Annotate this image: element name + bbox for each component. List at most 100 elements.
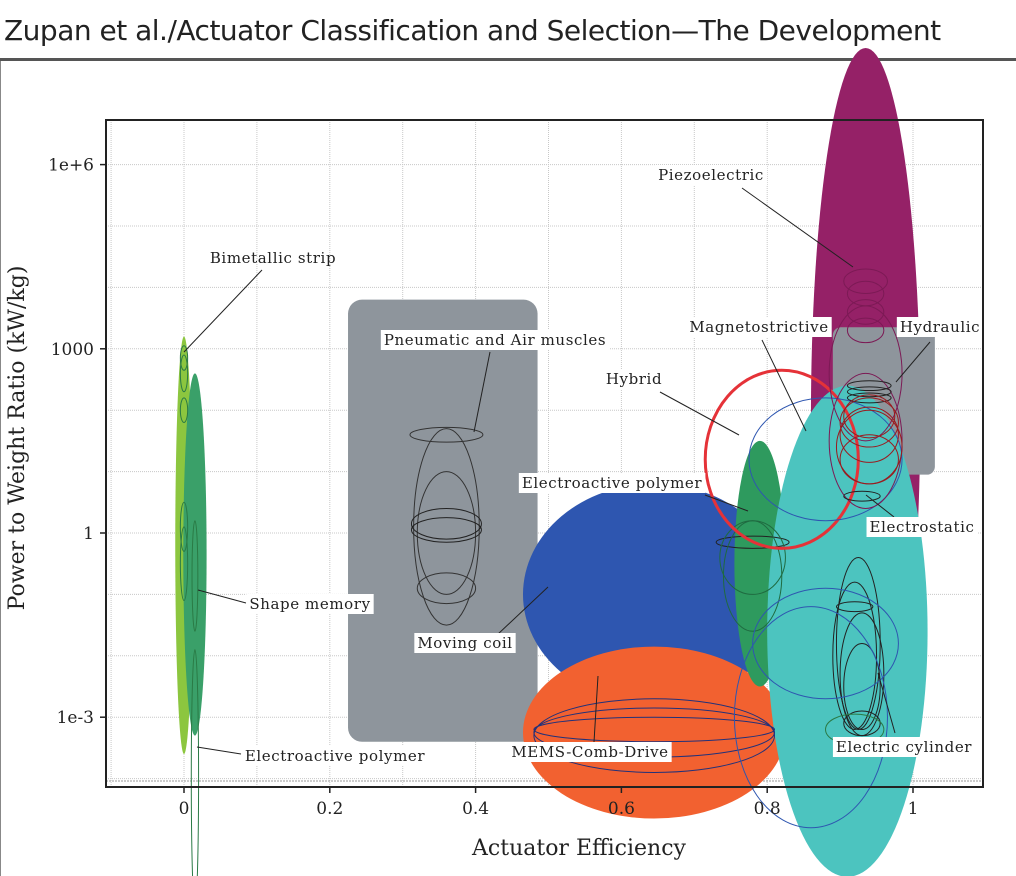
label-group-pneumatic: Pneumatic and Air muscles (380, 330, 610, 350)
label-background (896, 317, 984, 337)
data-outline-ellipse (752, 587, 899, 700)
label-moving-coil: Moving coil (417, 634, 512, 652)
leader-line-electrostatic (865, 494, 895, 518)
y-tick-label: 1e-3 (57, 708, 94, 728)
x-tick-label: 0.8 (754, 799, 781, 819)
left-page-rule (0, 61, 1, 876)
pneumatic-region (348, 299, 538, 742)
y-tick-label: 1000 (51, 340, 94, 360)
data-outline-ellipse (733, 606, 888, 829)
label-eap-bottom: Electroactive polymer (245, 747, 426, 765)
leader-line-magnetostrictive (761, 339, 807, 432)
header-rule (0, 58, 1016, 61)
label-hybrid: Hybrid (606, 370, 662, 388)
data-outline-ellipse (179, 354, 189, 393)
leader-line-pneumatic (473, 351, 491, 433)
mems-region (522, 646, 786, 819)
label-electric-cylinder: Electric cylinder (836, 738, 972, 756)
label-group-moving-coil: Moving coil (414, 633, 516, 653)
data-outline-ellipse (416, 572, 477, 605)
label-shape-memory: Shape memory (249, 595, 370, 613)
shape-memory-region (183, 373, 207, 736)
data-outline-ellipse (533, 698, 775, 773)
leader-line-electric-cylinder (877, 672, 896, 734)
data-outline-ellipse (843, 394, 896, 439)
data-outline-ellipse (703, 368, 860, 550)
label-group-piezoelectric: Piezoelectric (655, 165, 767, 185)
label-group-electric-cylinder: Electric cylinder (832, 737, 976, 757)
data-outline-ellipse (839, 406, 899, 463)
electrostatic-region (767, 385, 928, 876)
data-outline-ellipse (748, 397, 903, 522)
label-group-mems: MEMS-Comb-Drive (508, 742, 672, 762)
label-background (832, 737, 976, 757)
x-tick-label: 0.4 (462, 799, 489, 819)
label-background (602, 369, 666, 389)
data-outline-ellipse (843, 268, 888, 295)
label-background (246, 594, 374, 614)
data-outline-ellipse (846, 299, 885, 325)
x-tick-label: 0.6 (608, 799, 635, 819)
data-outline-ellipse (179, 501, 189, 552)
data-outline-ellipse (410, 517, 482, 543)
page-header: Zupan et al./Actuator Classification and… (0, 0, 1016, 62)
label-background (518, 473, 706, 493)
label-group-shape-memory: Shape memory (246, 594, 374, 614)
label-background (655, 165, 767, 185)
data-outline-ellipse (839, 397, 899, 448)
data-outline-ellipse (835, 601, 874, 613)
leader-line-moving-coil (496, 586, 549, 636)
label-group-hybrid: Hybrid (602, 369, 666, 389)
running-header-title: Zupan et al./Actuator Classification and… (4, 14, 941, 47)
plot-frame (105, 119, 984, 788)
data-outline-ellipse (843, 710, 881, 737)
label-background (686, 317, 832, 337)
label-group-electrostatic: Electrostatic (866, 517, 978, 537)
leader-line-hybrid (659, 391, 740, 436)
data-outline-ellipse (828, 305, 903, 442)
data-outline-ellipse (179, 345, 189, 371)
x-tick-label: 1 (908, 799, 919, 819)
y-axis-title: Power to Weight Ratio (kW/kg) (5, 266, 30, 611)
data-outline-ellipse (832, 581, 878, 730)
data-outline-ellipse (409, 426, 484, 443)
leader-line-shape-memory (197, 589, 247, 604)
data-outline-ellipse (843, 643, 881, 730)
data-outline-ellipse (846, 392, 892, 404)
data-outline-ellipse (179, 397, 189, 423)
label-group-magnetostrictive: Magnetostrictive (686, 317, 832, 337)
label-pneumatic: Pneumatic and Air muscles (384, 331, 606, 349)
data-outline-ellipse (839, 434, 899, 485)
leader-line-bimetallic (183, 269, 263, 353)
x-axis-title: Actuator Efficiency (471, 836, 687, 861)
label-background (866, 517, 978, 537)
data-outline-ellipse (410, 507, 482, 540)
label-eap-mid: Electroactive polymer (522, 474, 703, 492)
data-outline-ellipse (416, 471, 477, 595)
data-outline-ellipse (846, 386, 892, 398)
leader-line-hydraulic (895, 341, 931, 383)
label-bimetallic: Bimetallic strip (210, 249, 336, 267)
leader-line-mems (593, 675, 599, 743)
label-group-hydraulic: Hydraulic (896, 317, 984, 337)
data-outline-ellipse (843, 490, 881, 502)
data-outline-ellipse (533, 716, 775, 743)
data-outline-ellipse (719, 520, 786, 595)
leader-layer (183, 187, 931, 755)
label-mems: MEMS-Comb-Drive (511, 743, 668, 761)
data-outline-ellipse (846, 317, 885, 344)
label-group-bimetallic: Bimetallic strip (210, 249, 336, 267)
data-outline-ellipse (835, 557, 881, 730)
label-piezoelectric: Piezoelectric (658, 166, 764, 184)
label-background (380, 330, 610, 350)
label-background (414, 633, 516, 653)
data-outline-ellipse (715, 535, 790, 549)
label-hydraulic: Hydraulic (900, 318, 980, 336)
label-background (508, 742, 672, 762)
label-electrostatic: Electrostatic (870, 518, 975, 536)
label-magnetostrictive: Magnetostrictive (689, 318, 828, 336)
data-outline-ellipse (413, 428, 480, 626)
label-group-eap-mid: Electroactive polymer (518, 473, 706, 493)
